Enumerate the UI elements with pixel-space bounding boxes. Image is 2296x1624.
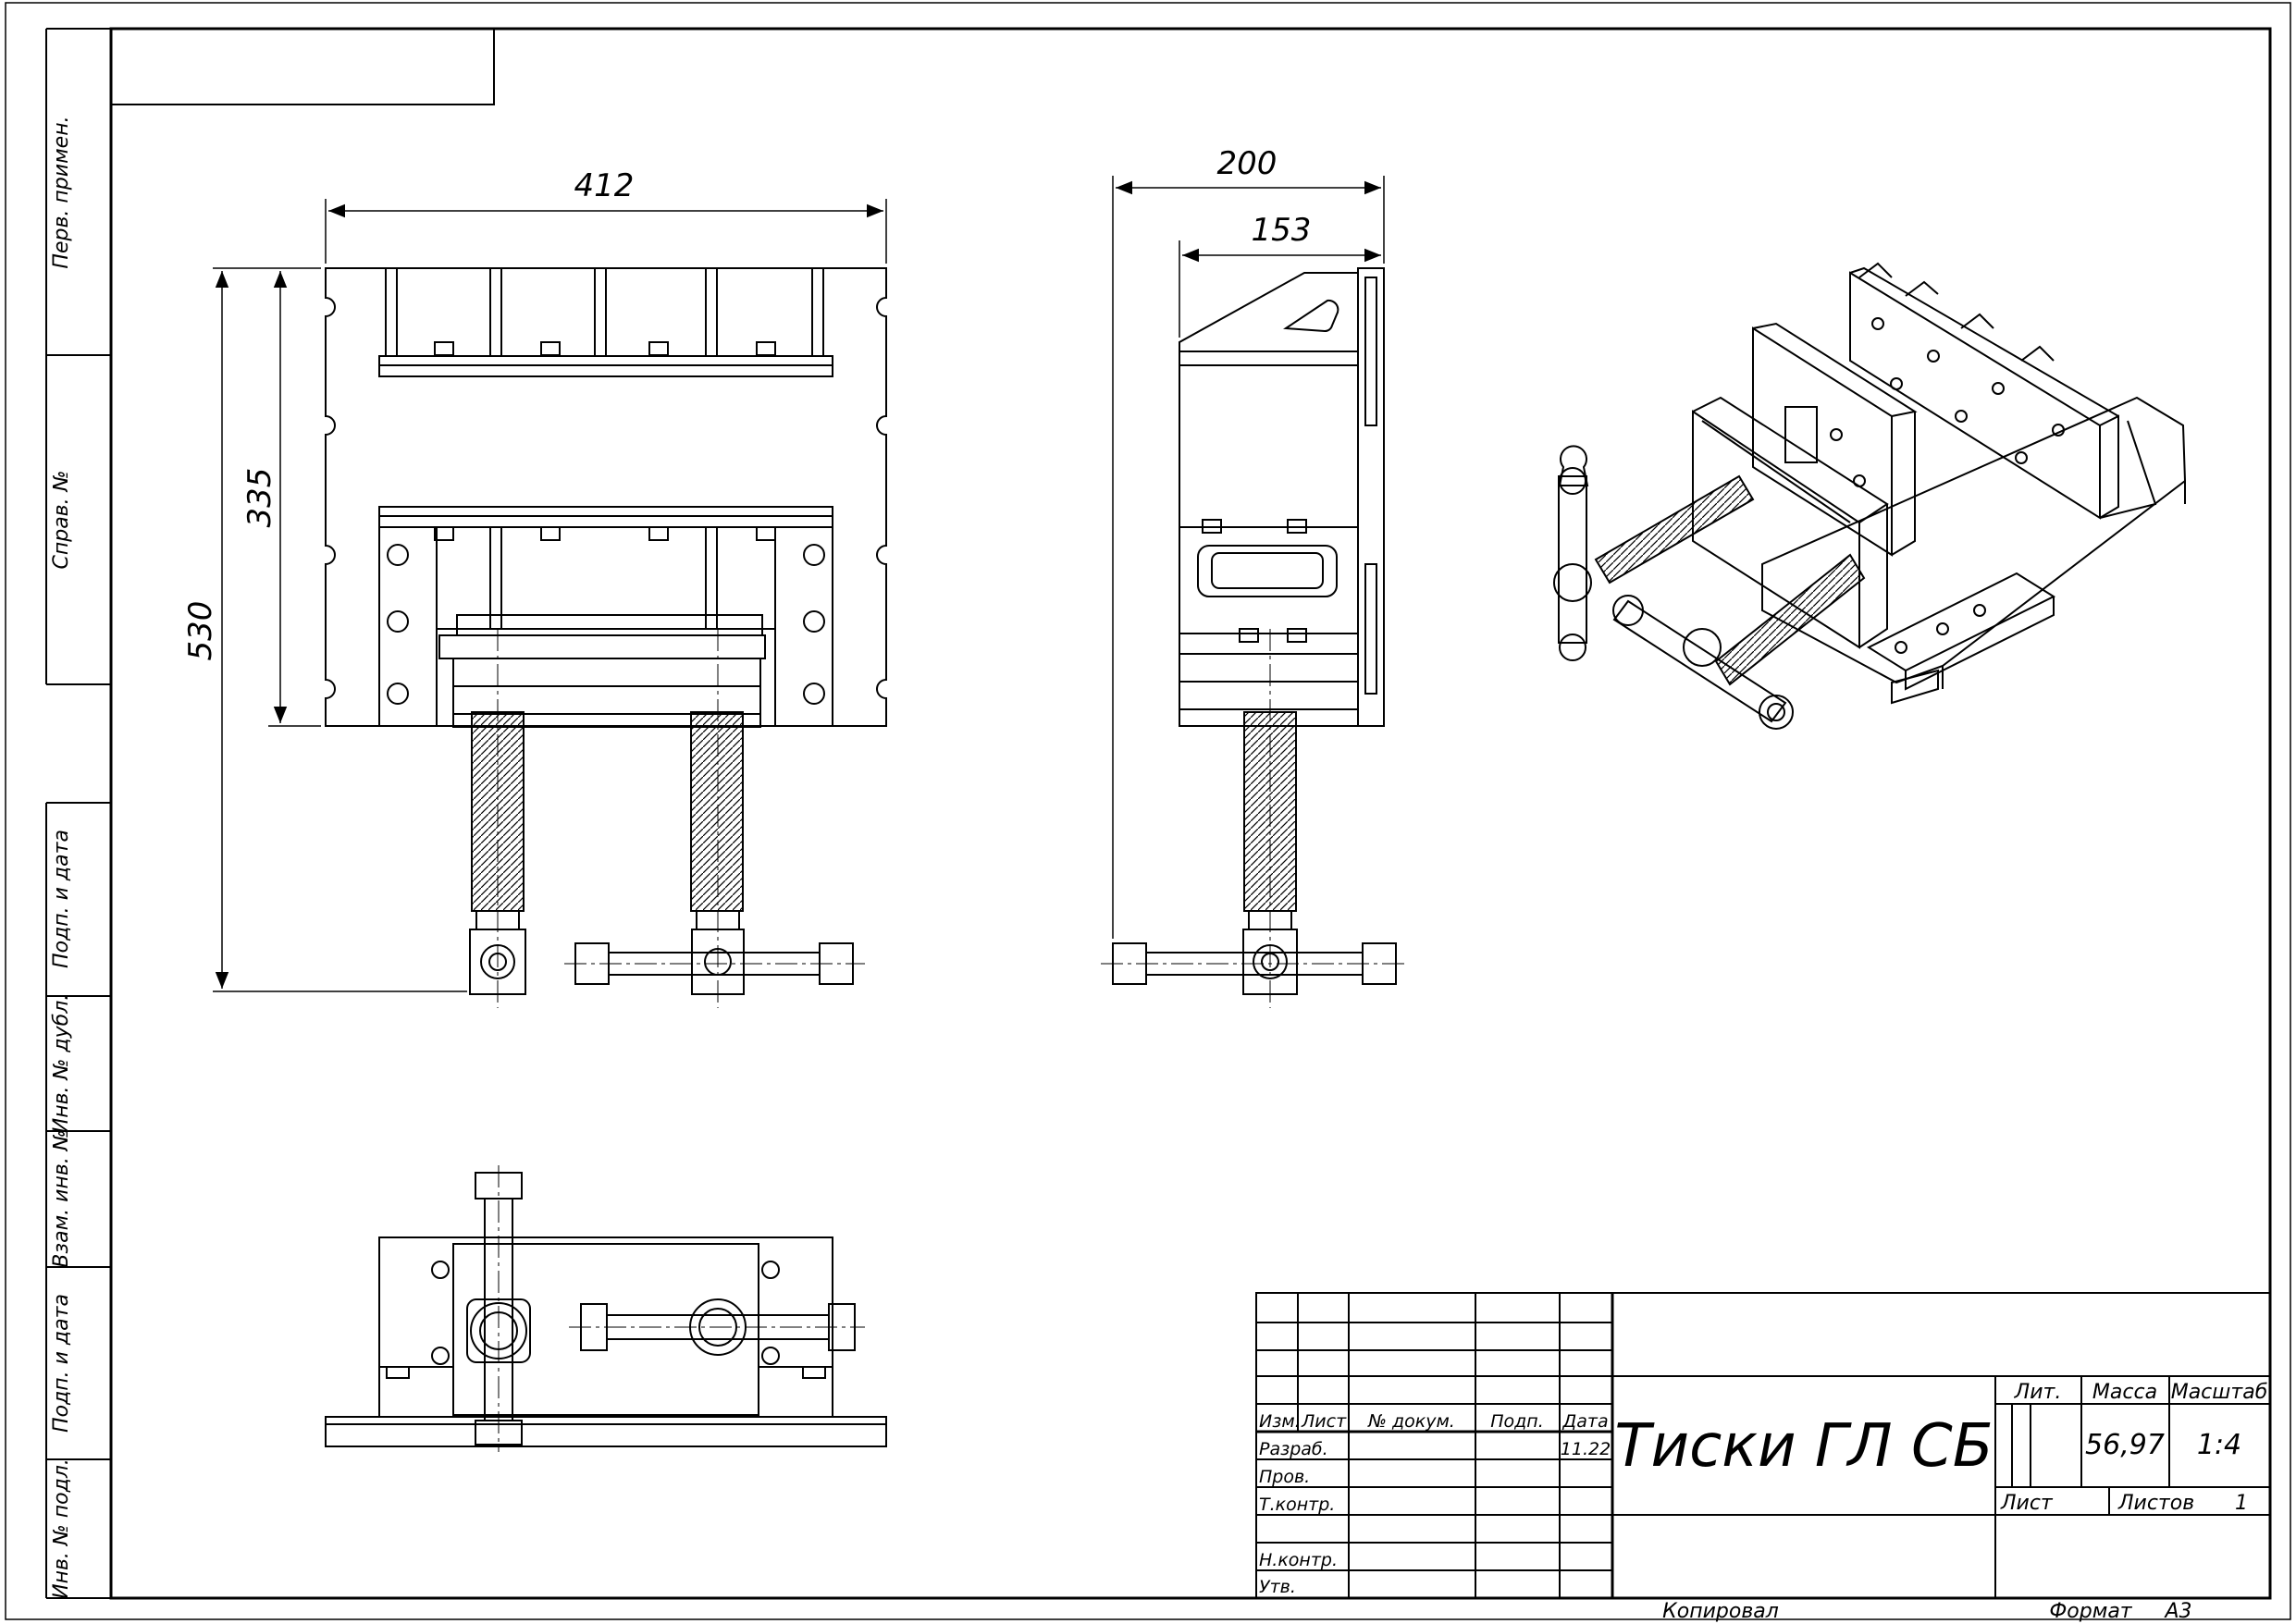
stamp-dup-inv: Инв. № дубл. xyxy=(50,994,73,1134)
role-norm-control: Н.контр. xyxy=(1259,1550,1338,1570)
role-tech-control: Т.контр. xyxy=(1259,1495,1335,1515)
front-dimension-lines xyxy=(213,199,887,992)
stamp-sign-date-1: Подп. и дата xyxy=(50,830,73,968)
stamp-sign-date-2: Подп. и дата xyxy=(50,1294,73,1433)
front-top-nuts xyxy=(434,341,776,356)
dim-front-width: 412 xyxy=(574,167,635,204)
developer-date: 11.22 xyxy=(1561,1439,1611,1459)
dim-side-width: 200 xyxy=(1217,145,1278,182)
copied-by: Копировал xyxy=(1662,1600,1779,1623)
sheets-label: Листов xyxy=(2117,1492,2194,1515)
dim-front-height-body: 335 xyxy=(241,468,278,528)
dim-side-width-inner: 153 xyxy=(1252,212,1312,249)
side-dimension-lines xyxy=(1112,176,1385,939)
hdr-change: Изм. xyxy=(1259,1411,1301,1432)
sheets-total: 1 xyxy=(2235,1492,2248,1515)
hdr-sign: Подп. xyxy=(1490,1411,1544,1432)
stamp-replace-inv: Взам. инв. № xyxy=(50,1129,73,1267)
top-view xyxy=(325,1172,887,1447)
mass-value: 56,97 xyxy=(2085,1429,2165,1461)
side-stamp-labels: Перв. примен. Справ. № Подп. и дата Инв.… xyxy=(50,116,73,1598)
title-block-text: Изм. Лист № докум. Подп. Дата Разраб. Пр… xyxy=(1259,1381,2267,1623)
stamp-orig-inv: Инв. № подл. xyxy=(50,1458,73,1599)
lit-label: Лит. xyxy=(2014,1381,2062,1404)
top-left-box xyxy=(110,28,495,105)
title-block xyxy=(1255,1292,2271,1599)
top-centerlines xyxy=(498,1165,865,1452)
hdr-date: Дата xyxy=(1562,1411,1608,1432)
front-view xyxy=(325,267,887,995)
mass-label: Масса xyxy=(2092,1381,2157,1404)
hdr-sheet: Лист xyxy=(1301,1411,1347,1432)
scale-value: 1:4 xyxy=(2197,1429,2241,1461)
side-view xyxy=(1112,267,1397,995)
role-approved: Утв. xyxy=(1259,1577,1296,1597)
drawing-title: Тиски ГЛ СБ xyxy=(1614,1412,1993,1481)
front-lower-slats xyxy=(489,526,718,630)
isometric-view xyxy=(1553,262,2187,730)
side-stamp xyxy=(45,28,111,1599)
sheet-label: Лист xyxy=(2000,1492,2054,1515)
hdr-doc-no: № докум. xyxy=(1367,1411,1455,1432)
stamp-reference-no: Справ. № xyxy=(50,470,73,569)
scale-label: Масштаб xyxy=(2171,1381,2268,1404)
format-label: Формат xyxy=(2049,1600,2132,1623)
role-checked: Пров. xyxy=(1259,1467,1310,1487)
front-mid-nuts xyxy=(434,526,776,541)
inner-frame xyxy=(109,27,2272,1600)
side-centerlines xyxy=(1101,629,1406,1008)
format-value: A3 xyxy=(2163,1600,2191,1623)
outer-frame xyxy=(5,2,2291,1620)
front-centerlines xyxy=(497,629,865,1008)
dim-front-height-total: 530 xyxy=(182,601,219,661)
front-top-slats xyxy=(385,267,824,357)
role-developer: Разраб. xyxy=(1259,1439,1328,1459)
stamp-first-use: Перв. примен. xyxy=(50,116,73,268)
front-side-bolts xyxy=(387,544,825,705)
